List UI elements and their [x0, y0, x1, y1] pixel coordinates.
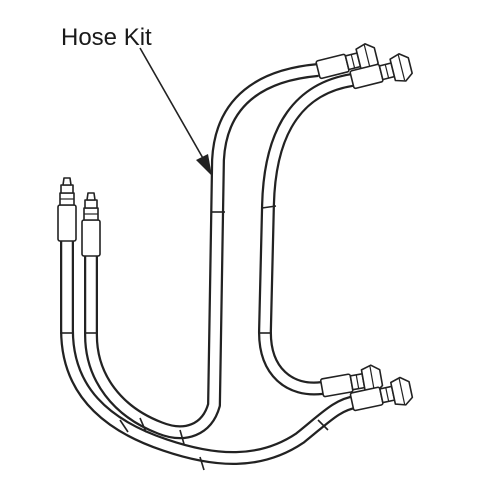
left-fitting-back — [81, 192, 101, 257]
lower-fitting-upper — [319, 364, 384, 398]
top-fitting-back — [349, 53, 413, 90]
hose-c-shape — [257, 73, 354, 396]
top-fitting-front — [315, 43, 379, 80]
hose-bands — [60, 205, 329, 471]
callout-arrow — [139, 47, 212, 176]
left-fitting-front — [57, 177, 77, 242]
lower-fitting-lower — [349, 376, 414, 412]
hose-inner-tall — [84, 63, 319, 440]
hose-outer-bottom — [60, 240, 358, 466]
hose-kit-label: Hose Kit — [61, 24, 152, 51]
